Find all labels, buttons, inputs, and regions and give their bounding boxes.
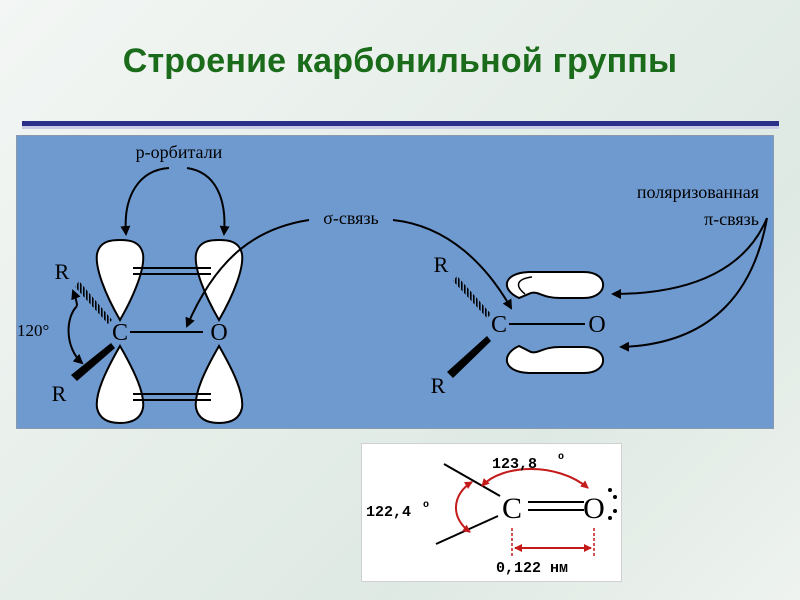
carbonyl-geometry-inset: C O 123,8 o 122,4 o 0,122 нм — [361, 443, 622, 582]
atom-r-label: R — [55, 259, 70, 284]
degree-mark: o — [423, 500, 429, 511]
degree-mark: o — [558, 452, 564, 463]
title-divider-shadow — [22, 126, 779, 129]
p-orbital-o-lower — [194, 343, 244, 425]
p-orbital-c-lower — [95, 343, 145, 425]
hashed-bond — [453, 276, 491, 318]
atom-c-label: C — [491, 312, 507, 338]
wedge-bond — [447, 336, 491, 378]
lone-pair-dot — [613, 495, 617, 499]
atom-r-label: R — [431, 373, 446, 398]
carbonyl-geometry: C O 123,8 o 122,4 o 0,122 нм — [366, 452, 617, 577]
atom-o-label: O — [588, 312, 605, 338]
polarized-arrow — [611, 217, 768, 299]
pi-lobe-upper — [506, 271, 604, 300]
sigma-arrow — [185, 219, 310, 328]
angle-arc-top — [481, 468, 589, 489]
polarized-label-line1: поляризованная — [637, 182, 759, 202]
sigma-bond-label: σ-связь — [323, 208, 379, 228]
sigma-arrow — [392, 219, 512, 310]
page-title: Строение карбонильной группы — [122, 42, 678, 80]
atom-c-label: C — [112, 320, 128, 346]
bond-length-label: 0,122 нм — [496, 560, 568, 577]
p-orbital-o-upper — [194, 238, 244, 323]
p-orbitals-label: р-орбитали — [136, 142, 223, 162]
p-orbital-c-upper — [95, 238, 145, 323]
polarized-arrow — [619, 217, 768, 352]
angle-arc-left — [455, 481, 473, 533]
atom-c-label: C — [502, 492, 522, 525]
atom-o-label: O — [210, 320, 227, 346]
p-orbital-arrow — [186, 167, 230, 236]
lone-pair-dot — [608, 488, 612, 492]
polarized-label-line2: π-связь — [704, 209, 759, 229]
angle-arrow — [71, 289, 81, 307]
wedge-bond — [71, 343, 115, 381]
angle-label: 120° — [17, 321, 49, 340]
hashed-bond — [75, 281, 112, 324]
angle-arrow — [67, 305, 84, 365]
angle-left-label: 122,4 — [366, 504, 411, 521]
pi-lobe-lower — [505, 344, 604, 374]
r-bond — [443, 463, 501, 497]
lone-pair-dot — [613, 509, 617, 513]
lone-pair-dot — [608, 516, 612, 520]
carbonyl-diagram-panel: C O R R 120° р-орбитали σ-связь C O R R … — [16, 135, 774, 429]
atom-r-label: R — [434, 252, 449, 277]
atom-r-label: R — [52, 381, 67, 406]
atom-o-label: O — [583, 492, 605, 525]
title-divider — [22, 121, 779, 126]
carbonyl-diagram: C O R R 120° р-орбитали σ-связь C O R R … — [17, 142, 768, 425]
p-orbital-arrow — [120, 167, 170, 236]
angle-top-label: 123,8 — [492, 456, 537, 473]
